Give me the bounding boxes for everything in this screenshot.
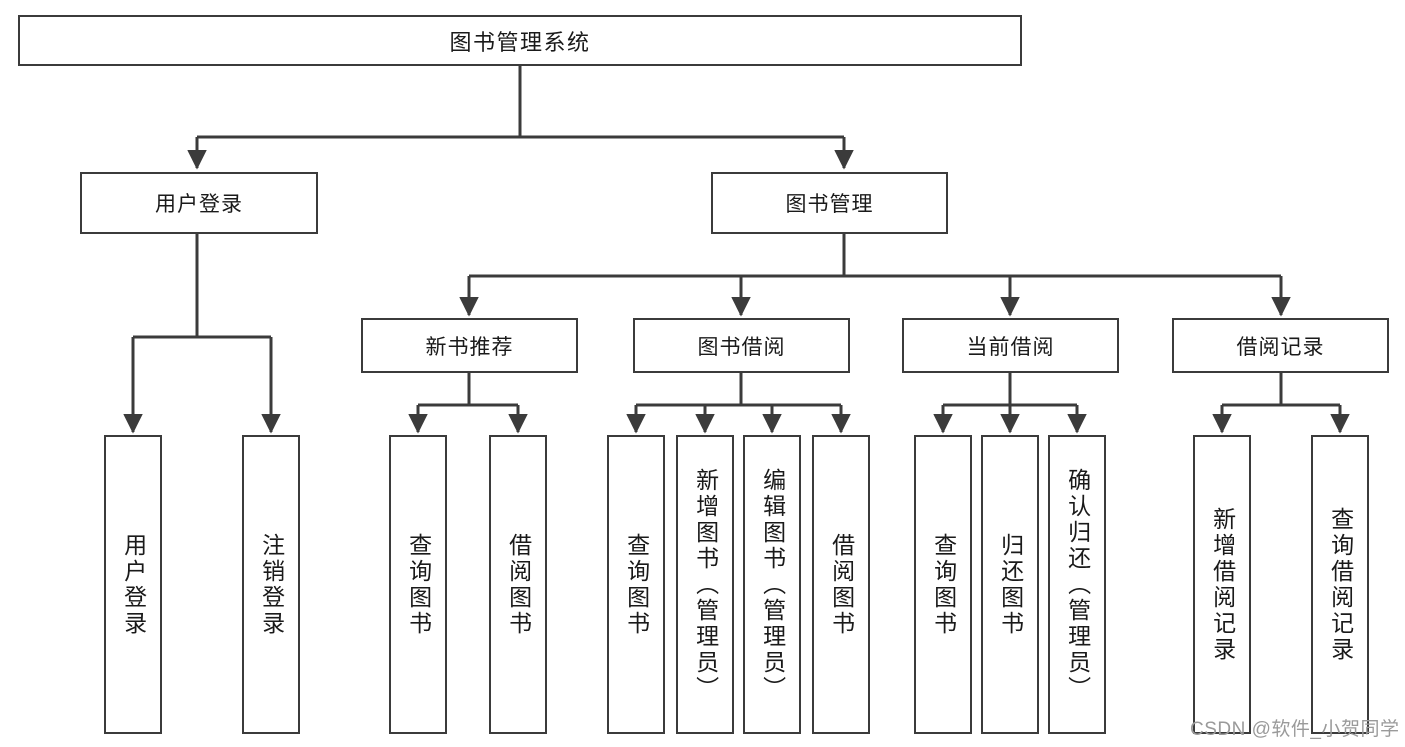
node-label: 当前借阅: [966, 335, 1055, 359]
leaf-borrow-edit-book-admin[interactable]: 编辑图书（管理员）: [743, 435, 801, 734]
node-user-login[interactable]: 用户登录: [80, 172, 318, 234]
node-label: 查询图书: [405, 532, 432, 637]
leaf-borrow-query-book[interactable]: 查询图书: [607, 435, 665, 734]
node-label: 用户登录: [120, 532, 147, 637]
node-label: 新增图书（管理员）: [692, 467, 719, 702]
leaf-current-query-book[interactable]: 查询图书: [914, 435, 972, 734]
leaf-new-book-borrow[interactable]: 借阅图书: [489, 435, 547, 734]
leaf-borrow-borrow-book[interactable]: 借阅图书: [812, 435, 870, 734]
node-label: 注销登录: [258, 532, 285, 637]
node-label: 借阅图书: [505, 532, 532, 637]
node-label: 借阅图书: [828, 532, 855, 637]
leaf-new-book-query[interactable]: 查询图书: [389, 435, 447, 734]
node-book-borrow[interactable]: 图书借阅: [633, 318, 850, 373]
node-label: 确认归还（管理员）: [1064, 467, 1091, 702]
node-label: 借阅记录: [1236, 335, 1325, 359]
node-new-book-recommend[interactable]: 新书推荐: [361, 318, 578, 373]
node-label: 查询图书: [623, 532, 650, 637]
node-label: 归还图书: [997, 532, 1024, 637]
node-label: 新书推荐: [425, 335, 514, 359]
leaf-record-add[interactable]: 新增借阅记录: [1193, 435, 1251, 734]
node-label: 图书管理系统: [449, 29, 591, 55]
leaf-current-confirm-return-admin[interactable]: 确认归还（管理员）: [1048, 435, 1106, 734]
leaf-current-return-book[interactable]: 归还图书: [981, 435, 1039, 734]
node-label: 用户登录: [155, 193, 243, 216]
node-book-management[interactable]: 图书管理: [711, 172, 948, 234]
node-label: 图书借阅: [697, 335, 786, 359]
node-root-book-management-system[interactable]: 图书管理系统: [18, 15, 1022, 66]
node-label: 查询图书: [930, 532, 957, 637]
leaf-user-login[interactable]: 用户登录: [104, 435, 162, 734]
leaf-borrow-add-book-admin[interactable]: 新增图书（管理员）: [676, 435, 734, 734]
node-borrow-record[interactable]: 借阅记录: [1172, 318, 1389, 373]
node-label: 图书管理: [785, 193, 874, 216]
node-label: 查询借阅记录: [1327, 506, 1354, 663]
node-label: 新增借阅记录: [1209, 506, 1236, 663]
watermark-text: CSDN @软件_小贺同学: [1190, 719, 1400, 740]
node-current-borrow[interactable]: 当前借阅: [902, 318, 1119, 373]
leaf-logout[interactable]: 注销登录: [242, 435, 300, 734]
csdn-watermark: CSDN @软件_小贺同学: [1190, 714, 1399, 741]
leaf-record-query[interactable]: 查询借阅记录: [1311, 435, 1369, 734]
node-label: 编辑图书（管理员）: [759, 467, 786, 702]
